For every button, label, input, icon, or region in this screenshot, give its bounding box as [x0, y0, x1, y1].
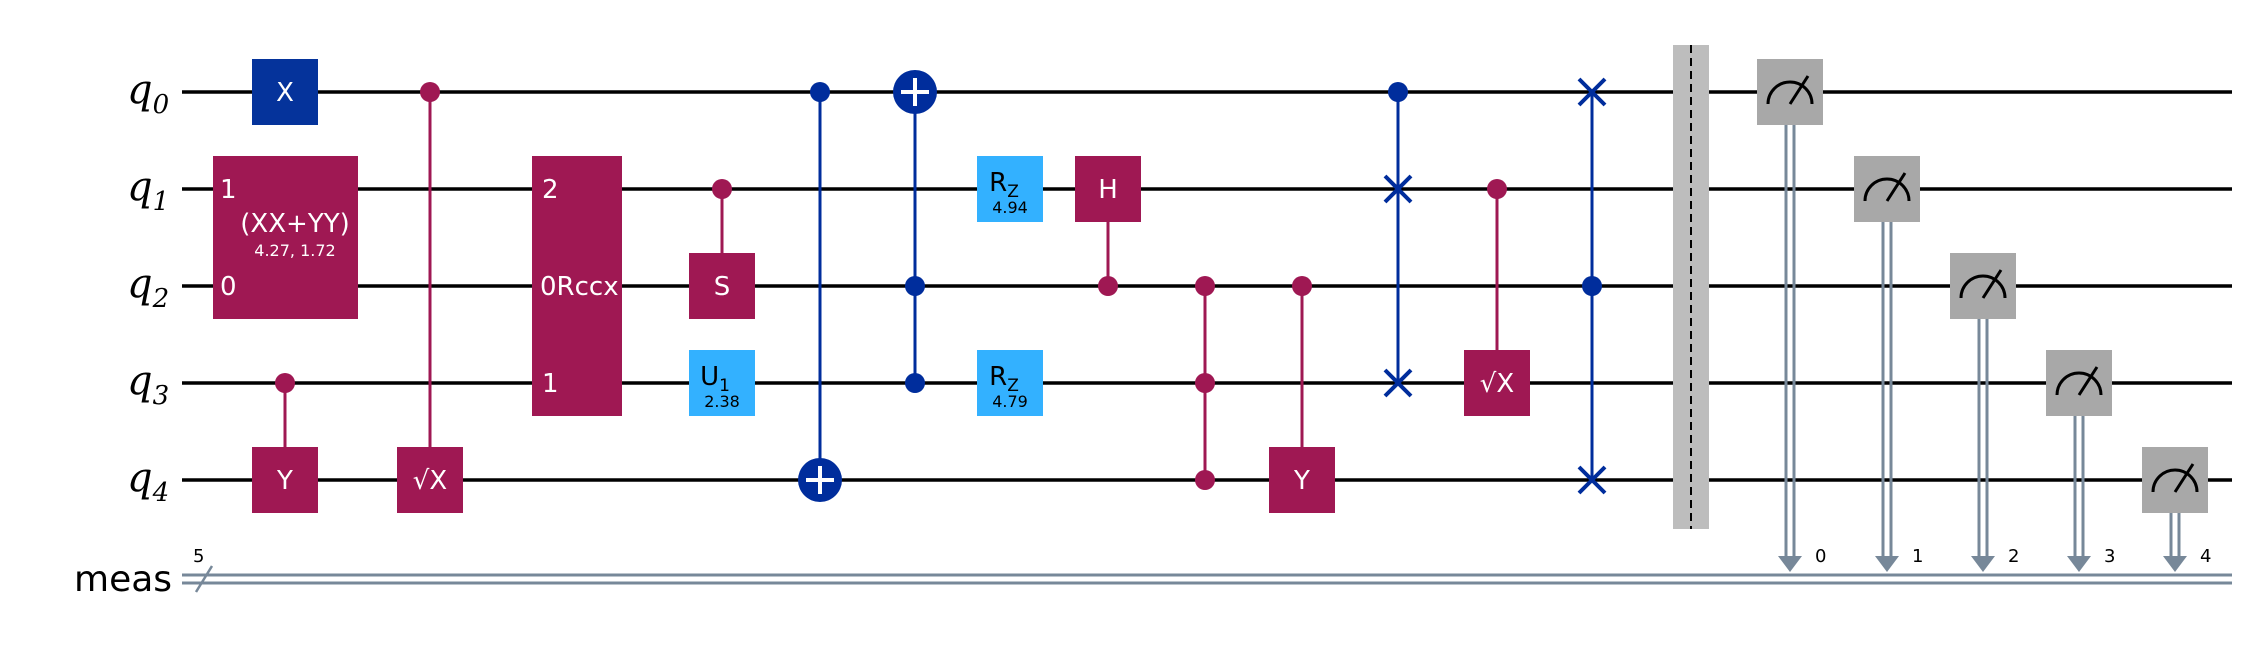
xxyy-pin-bottom: 0 [220, 272, 237, 302]
svg-text:S: S [714, 272, 731, 302]
u-gate-q3: U1 2.38 [689, 350, 755, 416]
control-dot [1195, 470, 1215, 490]
rz-gate-q1: RZ 4.94 [977, 156, 1043, 222]
fredkin-gate [1383, 82, 1413, 398]
swap-x [1383, 174, 1413, 204]
svg-text:Y: Y [276, 466, 293, 496]
svg-text:√X: √X [1480, 369, 1514, 399]
svg-text:4.94: 4.94 [992, 198, 1028, 217]
xx-plus-yy-gate: 1 0 (XX+YY) 4.27, 1.72 [213, 156, 358, 319]
svg-text:4.79: 4.79 [992, 392, 1028, 411]
control-dot [1487, 179, 1507, 199]
svg-text:2.38: 2.38 [704, 392, 740, 411]
measure-bit-0: 0 [1815, 546, 1826, 567]
rccx-gate: 2 0Rccx 1 [532, 156, 622, 416]
svg-text:Y: Y [1293, 466, 1310, 496]
measure-q0: 0 [1757, 59, 1826, 572]
bus-slash [194, 565, 214, 593]
svg-text:RZ: RZ [989, 362, 1019, 396]
measure-bit-3: 3 [2104, 546, 2115, 567]
fredkin-gate-2 [1577, 77, 1607, 495]
rccx-label: 0Rccx [540, 272, 619, 302]
x-gate-q0: X [252, 59, 318, 125]
controlled-sx-gate-2: √X [1464, 179, 1530, 416]
qubit-labels: q0 q1 q2 q3 q4 meas [74, 67, 172, 600]
xxyy-params: 4.27, 1.72 [254, 241, 335, 260]
control-dot [712, 179, 732, 199]
xxyy-pin-top: 1 [220, 175, 237, 205]
control-dot [1582, 276, 1602, 296]
rccx-pin-top: 2 [542, 175, 559, 205]
control-dot [1388, 82, 1408, 102]
controlled-s-gate: S [689, 179, 755, 319]
measure-bit-4: 4 [2200, 546, 2211, 567]
controlled-y-gate-2: Y [1269, 276, 1335, 513]
measure-q4: 4 [2142, 447, 2211, 572]
controlled-h-gate: H [1075, 156, 1141, 296]
controlled-sx-gate-1: √X [397, 82, 463, 513]
control-dot [1195, 373, 1215, 393]
control-dot [1098, 276, 1118, 296]
measure-q3: 3 [2046, 350, 2115, 572]
measure-bit-2: 2 [2008, 546, 2019, 567]
swap-x [1383, 368, 1413, 398]
measure-q1: 1 [1854, 156, 1923, 572]
qubit-label-q2: q2 [127, 261, 169, 314]
control-dot [1292, 276, 1312, 296]
control-dot [810, 82, 830, 102]
qubit-label-q3: q3 [127, 358, 169, 411]
qubit-label-q1: q1 [127, 164, 169, 217]
rz-gate-q3: RZ 4.79 [977, 350, 1043, 416]
rccx-pin-bottom: 1 [542, 369, 559, 399]
control-dot [1195, 276, 1215, 296]
control-dot [905, 373, 925, 393]
xxyy-label: (XX+YY) [240, 209, 349, 239]
qubit-label-q0: q0 [127, 67, 169, 120]
measure-q2: 2 [1950, 253, 2019, 572]
ccz-gate [1195, 276, 1215, 490]
svg-text:√X: √X [413, 466, 447, 496]
svg-text:X: X [276, 78, 294, 108]
swap-x [1577, 465, 1607, 495]
measure-gates: 0 1 2 3 [1757, 59, 2211, 572]
svg-text:U1: U1 [700, 362, 730, 396]
qubit-label-q4: q4 [127, 455, 169, 508]
controlled-y-gate-1: Y [252, 373, 318, 513]
classical-register-size: 5 [193, 546, 204, 567]
svg-text:H: H [1098, 175, 1118, 205]
control-dot [905, 276, 925, 296]
swap-x [1577, 77, 1607, 107]
cnot-gate-1 [798, 82, 842, 502]
classical-register-label: meas [74, 559, 172, 600]
svg-text:RZ: RZ [989, 168, 1019, 202]
control-dot [420, 82, 440, 102]
classical-wire: 5 [182, 546, 2232, 593]
control-dot [275, 373, 295, 393]
barrier [1673, 45, 1709, 529]
toffoli-gate [893, 70, 937, 393]
measure-bit-1: 1 [1912, 546, 1923, 567]
